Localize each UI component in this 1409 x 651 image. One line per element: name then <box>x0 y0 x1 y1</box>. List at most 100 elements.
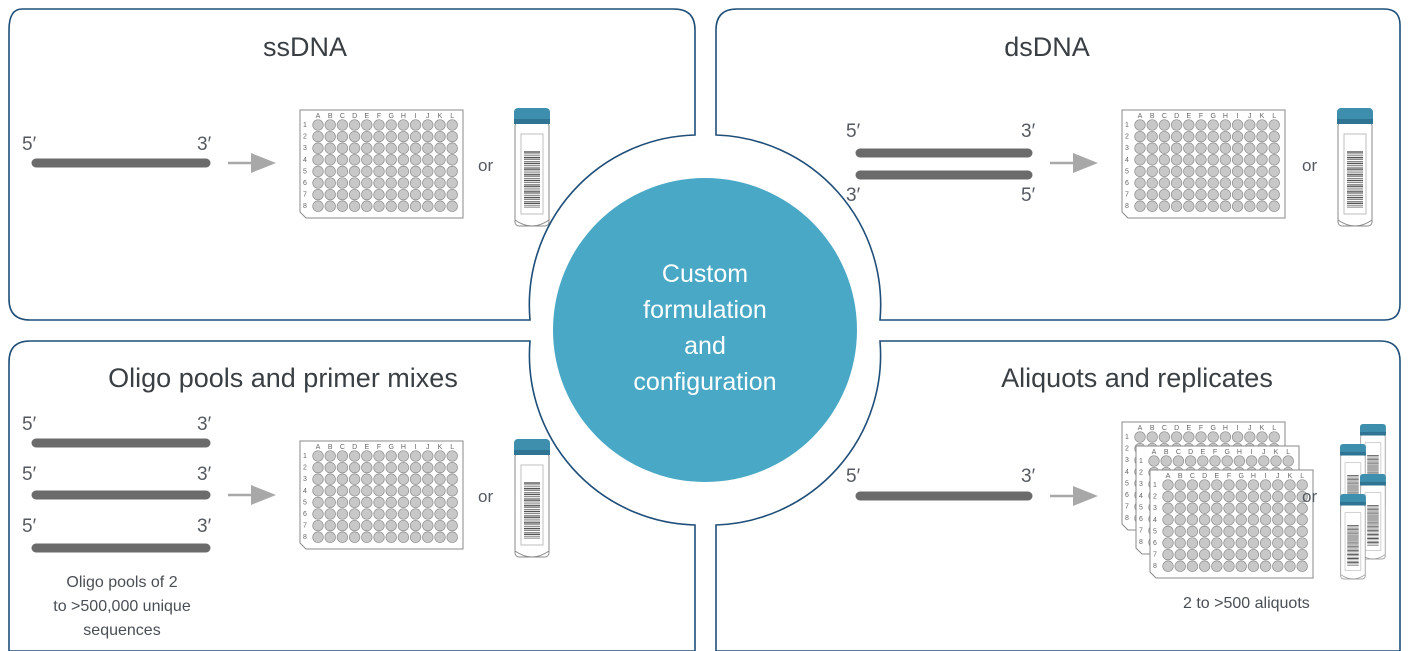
plate-row-label: 3 <box>1125 145 1129 152</box>
plate-column-label: C <box>1190 473 1195 480</box>
plate-row-label: 1 <box>1139 458 1143 465</box>
plate-well <box>409 519 422 532</box>
plate-well <box>1259 537 1272 549</box>
plate-well <box>422 508 434 520</box>
plate-well <box>1247 548 1260 561</box>
plate-column-label: D <box>1174 425 1179 432</box>
plate-well <box>1296 479 1308 491</box>
plate-row-label: 8 <box>1153 563 1157 570</box>
plate-well <box>324 496 336 509</box>
plate-well <box>397 485 410 497</box>
plate-row-label: 6 <box>1125 492 1129 499</box>
plate-well <box>1170 188 1183 201</box>
plate-well <box>1158 142 1171 154</box>
plate-well <box>434 531 446 543</box>
plate-well <box>1247 525 1260 538</box>
plate-well <box>446 508 458 520</box>
plate-well <box>1174 548 1186 561</box>
plate-well <box>373 142 385 154</box>
plate-column-label: B <box>328 113 333 120</box>
plate-column-label: F <box>377 444 381 451</box>
plate-row-label: 2 <box>1139 470 1143 477</box>
pool-note-line-3: sequences <box>83 622 160 639</box>
center-line-2: formulation <box>643 296 767 324</box>
plate-well <box>1272 537 1284 549</box>
plate-well <box>1259 548 1272 561</box>
plate-well <box>336 142 349 154</box>
plate-well <box>1282 455 1294 467</box>
plate-row-label: 3 <box>1139 481 1143 488</box>
plate-well <box>348 165 361 178</box>
plate-column-label: J <box>1262 449 1266 456</box>
plate-well <box>1219 130 1232 143</box>
plate-well <box>1223 537 1235 549</box>
dsdna-bottom-three-prime: 3′ <box>846 185 861 206</box>
plate-well <box>1174 514 1186 526</box>
plate-well <box>373 119 385 131</box>
plate-well <box>1270 455 1282 467</box>
plate-well <box>1211 514 1223 526</box>
plate-well <box>373 531 385 543</box>
plate-well <box>1183 188 1195 201</box>
plate-column-label: E <box>364 444 369 451</box>
plate-well <box>1184 455 1197 467</box>
plate-well <box>446 188 458 201</box>
plate-column-label: H <box>1223 425 1228 432</box>
center-line-3: and <box>684 332 726 360</box>
plate-well <box>373 450 385 462</box>
tube-label <box>520 133 544 215</box>
plate-well <box>1231 119 1244 131</box>
plate-well <box>1256 431 1268 443</box>
plate-column-label: F <box>1199 425 1203 432</box>
plate-row-label: 4 <box>303 157 307 164</box>
plate-well <box>1268 154 1280 166</box>
plate-well <box>1158 177 1171 189</box>
plate-well <box>1134 142 1146 154</box>
plate-well <box>422 130 434 143</box>
dsdna-top-five-prime: 5′ <box>846 121 861 142</box>
plate-well <box>1223 502 1235 514</box>
plate-well <box>1207 142 1219 154</box>
plate-row-label: 6 <box>303 511 307 518</box>
plate-well <box>1211 525 1223 538</box>
plate-well <box>348 531 361 543</box>
plate-well <box>1256 200 1268 212</box>
plate-well <box>1268 130 1280 143</box>
plate-well <box>1247 490 1260 503</box>
plate-well <box>312 461 324 474</box>
plate-well <box>348 119 361 131</box>
plate-well <box>385 177 397 189</box>
plate-well <box>312 473 324 485</box>
plate-column-label: E <box>1186 425 1191 432</box>
plate-well <box>1223 479 1235 491</box>
plate-well <box>1211 502 1223 514</box>
plate-well <box>1207 154 1219 166</box>
plate-well <box>1223 560 1235 572</box>
plate-well <box>1272 514 1284 526</box>
plate-well <box>1284 525 1296 538</box>
plate-column-label: J <box>1248 113 1252 120</box>
plate-well <box>1198 560 1211 572</box>
plate-well <box>1195 431 1207 443</box>
plate-row-label: 8 <box>303 534 307 541</box>
plate-well <box>361 177 373 189</box>
plate-well <box>397 154 410 166</box>
plate-well <box>1296 514 1308 526</box>
plate-well <box>409 531 422 543</box>
plate-well <box>385 142 397 154</box>
plate-column-label: D <box>352 113 357 120</box>
plate-well <box>361 496 373 509</box>
plate-well <box>1198 537 1211 549</box>
center-line-1: Custom <box>662 260 748 288</box>
plate-well <box>397 165 410 178</box>
plate-well <box>434 154 446 166</box>
plate-well <box>385 519 397 532</box>
plate-well <box>1170 130 1183 143</box>
plate-well <box>1183 165 1195 178</box>
plate-well <box>1160 455 1172 467</box>
plate-well <box>409 130 422 143</box>
plate-column-label: K <box>1260 425 1265 432</box>
plate-well <box>434 200 446 212</box>
plate-row-label: 5 <box>1125 480 1129 487</box>
